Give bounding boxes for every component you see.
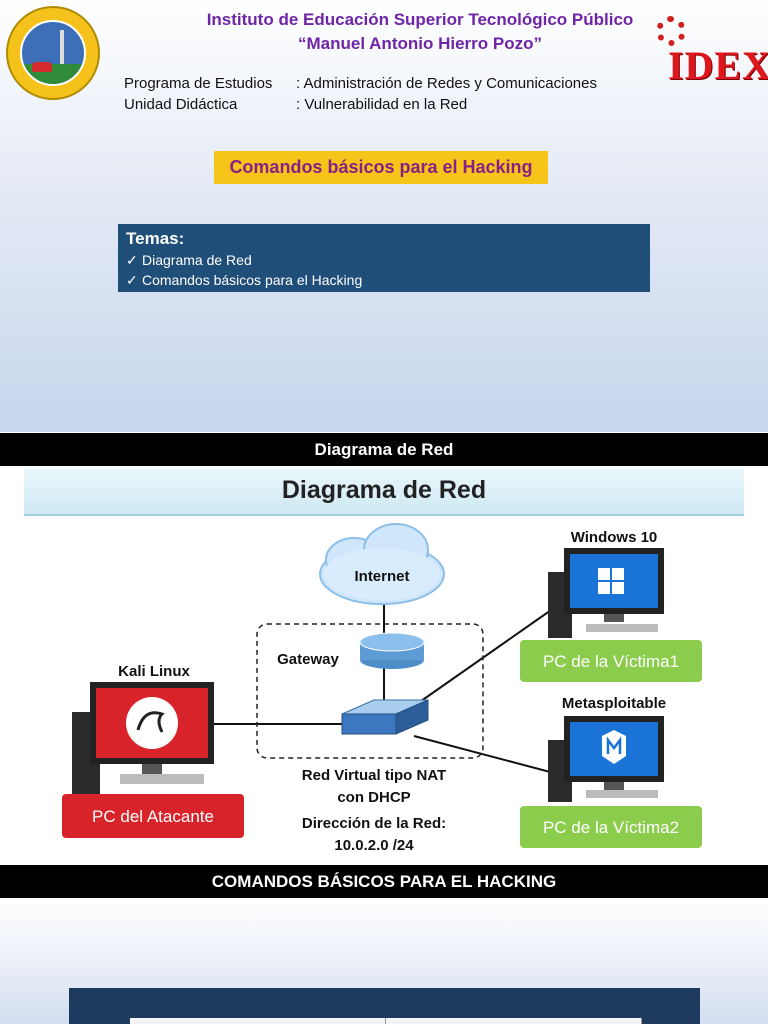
gateway-label: Gateway — [277, 651, 339, 668]
checkmark-icon: ✓ — [126, 272, 138, 288]
attacker-box — [62, 794, 244, 838]
section-header-commands: COMANDOS BÁSICOS PARA EL HACKING — [0, 865, 768, 898]
program-row: Programa de Estudios : Administración de … — [124, 75, 597, 92]
topic-item: ✓Comandos básicos para el Hacking — [126, 270, 642, 290]
network-address-label: Dirección de la Red: — [302, 815, 446, 832]
topics-box: Temas: ✓Diagrama de Red ✓Comandos básico… — [118, 224, 650, 292]
checkmark-icon: ✓ — [126, 252, 138, 268]
institute-seal-logo — [6, 6, 100, 100]
victim1-label: PC de la Víctima1 — [543, 652, 679, 671]
topics-heading: Temas: — [126, 229, 185, 248]
car-icon — [32, 62, 52, 72]
antenna-tower-icon — [60, 30, 64, 74]
victim1-box — [520, 640, 702, 682]
idex-logo: IDEX — [654, 12, 768, 92]
router-icon — [359, 632, 425, 669]
link-switch-victim2 — [413, 735, 555, 774]
diagram-canvas: Internet Gateway Kali Linux PC del Ataca… — [62, 523, 702, 854]
unit-label: Unidad Didáctica — [124, 96, 238, 113]
slide-title: Comandos básicos para el Hacking — [214, 151, 548, 184]
windows-label: Windows 10 — [571, 529, 658, 546]
network-address-value: 10.0.2.0 /24 — [334, 837, 414, 854]
nat-zone-border — [256, 623, 484, 759]
institute-name-line1: Instituto de Educación Superior Tecnológ… — [206, 10, 634, 29]
program-label: Programa de Estudios — [124, 75, 273, 92]
unit-value: : Vulnerabilidad en la Red — [296, 96, 468, 113]
attacker-label: PC del Atacante — [92, 807, 214, 826]
unit-row: Unidad Didáctica : Vulnerabilidad en la R… — [124, 96, 467, 113]
cloud-icon — [319, 523, 445, 605]
diagram-title: Diagrama de Red — [24, 468, 744, 516]
network-type-line1: Red Virtual tipo NAT — [302, 767, 446, 784]
topic-label: Diagrama de Red — [142, 252, 252, 268]
program-value: : Administración de Redes y Comunicacion… — [296, 75, 597, 92]
institute-name-line2: “Manuel Antonio Hierro Pozo” — [298, 34, 542, 53]
internet-label: Internet — [354, 568, 409, 585]
topic-label: Comandos básicos para el Hacking — [142, 272, 363, 288]
title-slide: Instituto de Educación Superior Tecnológ… — [0, 0, 768, 432]
link-switch-victim1 — [403, 607, 555, 714]
victim2-box — [520, 806, 702, 848]
section-header-diagram: Diagrama de Red — [0, 433, 768, 466]
network-diagram: Diagrama de Red Internet Gateway — [24, 468, 744, 861]
attacker-computer-icon — [72, 682, 214, 794]
idex-wordmark: IDEX — [668, 43, 768, 88]
network-type-line2: con DHCP — [337, 789, 410, 806]
metasploitable-computer-icon — [548, 716, 664, 802]
topic-item: ✓Diagrama de Red — [126, 250, 642, 270]
victim2-label: PC de la Víctima2 — [543, 818, 679, 837]
metasploitable-label: Metasploitable — [562, 695, 666, 712]
kali-linux-label: Kali Linux — [118, 663, 190, 680]
table-cell — [386, 1018, 642, 1024]
table-cell — [130, 1018, 386, 1024]
seal-emblem — [20, 20, 86, 86]
windows-computer-icon — [548, 548, 664, 638]
gear-icon — [656, 16, 686, 46]
switch-icon — [341, 699, 429, 735]
